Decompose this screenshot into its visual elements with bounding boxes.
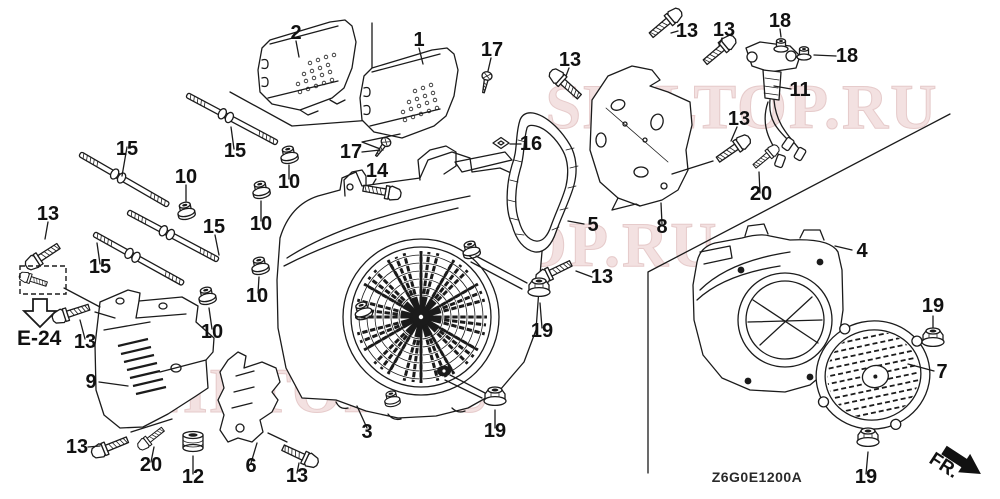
part-7-starter-grille [815,320,931,430]
part-2-shroud-plate [257,19,357,116]
callout-part-14: 14 [366,160,389,182]
callout-part-9: 9 [85,371,96,393]
callout-part-13: 13 [37,203,59,225]
callout-part-10: 10 [250,213,272,235]
callout-part-6: 6 [245,455,256,477]
callout-part-13: 13 [66,436,88,458]
leader-lines [44,28,935,475]
callout-part-19: 19 [855,466,877,488]
part-6-bracket [217,351,281,443]
callout-part-15: 15 [224,140,246,162]
callout-part-17: 17 [340,141,362,163]
callout-part-18: 18 [769,10,791,32]
part-3-fan-cover [276,145,544,421]
callout-part-12: 12 [182,466,204,488]
callout-labels: 2 1 17 13 13 13 18 18 11 16 13 20 17 14 … [37,10,948,488]
callout-part-13: 13 [728,108,750,130]
callout-part-1: 1 [413,29,424,51]
callout-part-3: 3 [361,421,372,443]
callout-part-8: 8 [656,216,667,238]
callout-part-17: 17 [481,39,503,61]
callout-part-18: 18 [836,45,858,67]
wire-terminals [774,136,807,169]
callout-part-10: 10 [246,285,268,307]
front-arrow-icon [941,445,981,474]
callout-part-7: 7 [936,361,947,383]
down-block-arrow-icon [21,298,59,329]
callout-part-20: 20 [140,454,162,476]
part-4-fan-cover [692,223,844,393]
gasket-hatching [507,139,579,236]
callout-part-19: 19 [922,295,944,317]
callout-part-5: 5 [587,214,598,236]
fasteners [17,4,945,471]
callout-part-19: 19 [531,320,553,342]
dashed-box [19,265,67,295]
callout-part-13: 13 [74,331,96,353]
part-16-square-nut [492,136,510,150]
louver-slots [117,337,167,396]
callout-part-10: 10 [201,321,223,343]
part-8-back-plate [589,65,693,211]
flywheel-bars [747,296,823,346]
callout-part-11: 11 [789,79,810,101]
page-code: Z6G0E1200A [712,469,803,485]
callout-part-13: 13 [559,49,581,71]
callout-part-15: 15 [89,256,111,278]
front-direction-marker: FR. [925,445,981,483]
callout-part-20: 20 [750,183,772,205]
reference-e24: E-24 [17,265,101,350]
cooling-fan [355,251,487,383]
perforation-dots [400,82,440,123]
callout-part-10: 10 [278,171,300,193]
callout-part-19: 19 [484,420,506,442]
callout-part-4: 4 [856,240,868,262]
part-5-gasket [506,112,579,253]
callout-part-15: 15 [203,216,225,238]
callout-part-16: 16 [520,133,542,155]
part-1-shroud-plate [359,47,459,151]
callout-part-10: 10 [175,166,197,188]
callout-part-15: 15 [116,138,138,160]
callout-part-2: 2 [290,22,301,44]
callout-part-13: 13 [591,266,613,288]
perforation-dots [295,52,337,95]
callout-part-13: 13 [286,465,308,487]
part-9-heat-shield [94,289,215,429]
callout-part-13: 13 [676,20,698,42]
callout-part-13: 13 [713,19,735,41]
reference-label: E-24 [17,327,62,350]
